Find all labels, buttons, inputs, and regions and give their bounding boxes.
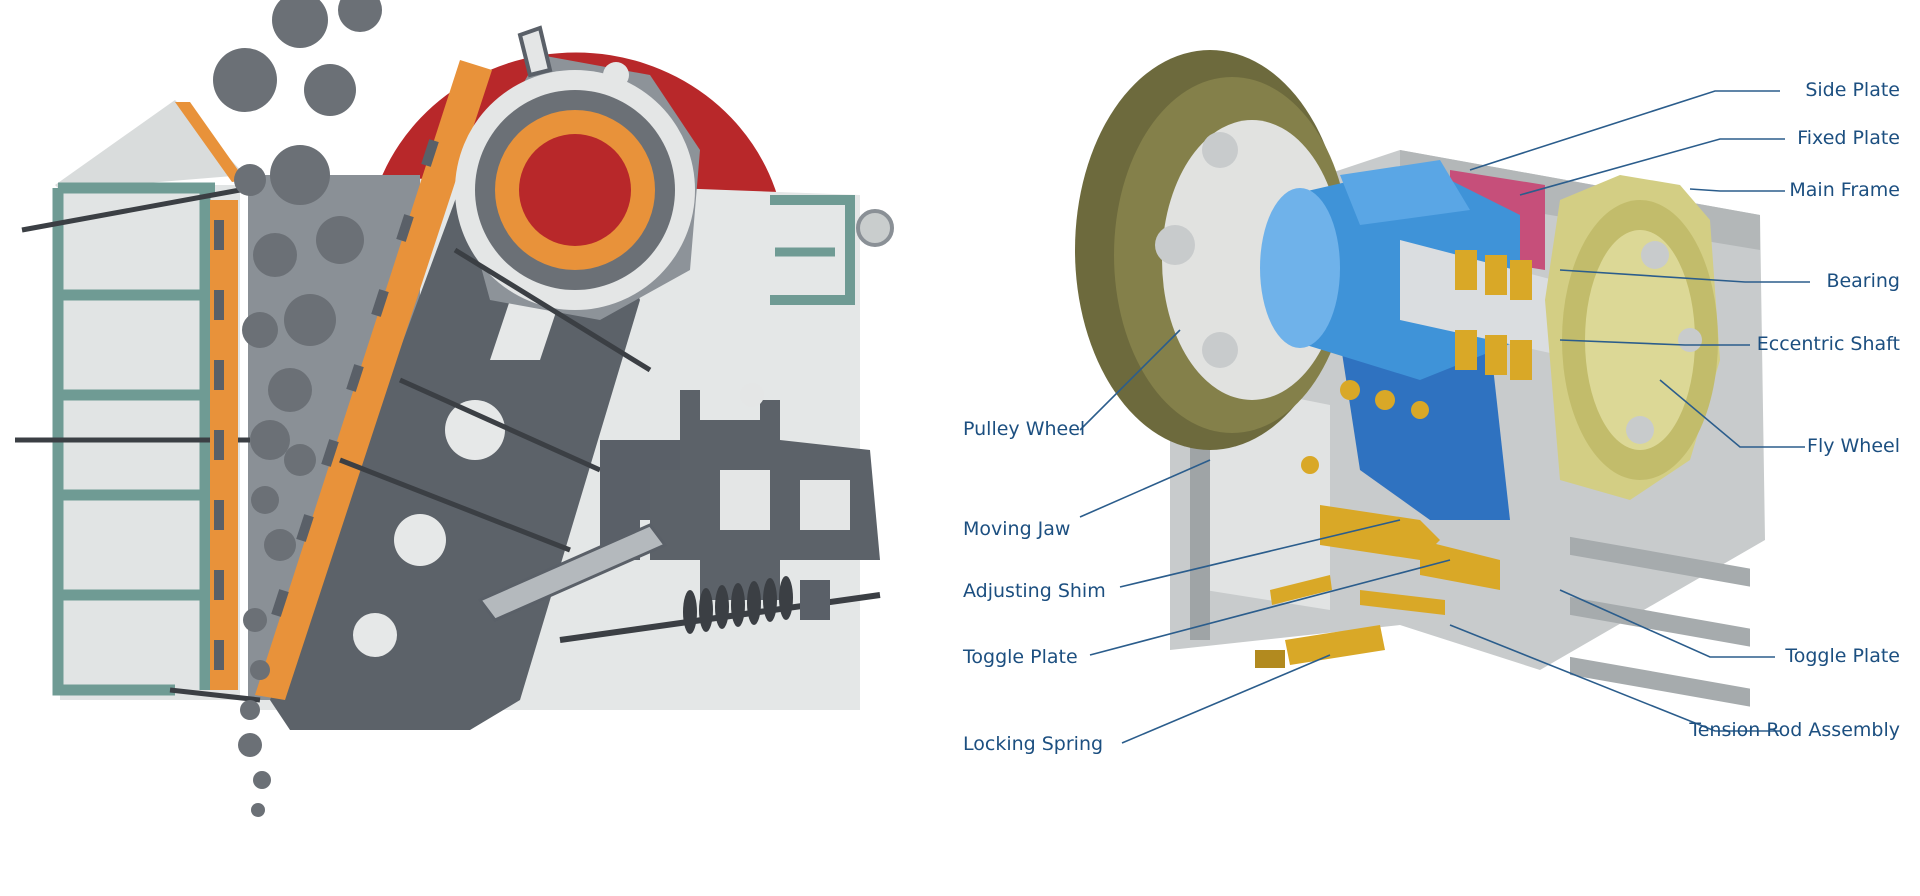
rear-bracket bbox=[770, 195, 855, 305]
part-labels: Side Plate Fixed Plate Main Frame Bearin… bbox=[962, 79, 1900, 755]
hopper-liner-top bbox=[175, 102, 245, 182]
moving-jaw-3d bbox=[1340, 340, 1510, 520]
hopper-slope bbox=[55, 100, 245, 190]
bearings-3d bbox=[1455, 250, 1532, 380]
exploded-3d-illustration bbox=[1075, 50, 1765, 707]
rocks bbox=[213, 0, 382, 817]
locking-spring-3d bbox=[1255, 575, 1385, 668]
label-bearing: Bearing bbox=[1826, 270, 1900, 292]
tension-rod-assembly bbox=[477, 383, 881, 643]
cross-section-illustration bbox=[15, 0, 894, 817]
fly-wheel-3d bbox=[1545, 175, 1720, 500]
label-pulley-wheel: Pulley Wheel bbox=[963, 418, 1085, 440]
label-moving-jaw: Moving Jaw bbox=[963, 518, 1070, 540]
label-toggle-plate-left: Toggle Plate bbox=[962, 646, 1078, 668]
label-side-plate: Side Plate bbox=[1805, 79, 1900, 101]
label-fixed-plate: Fixed Plate bbox=[1797, 127, 1900, 149]
teal-frame bbox=[52, 182, 215, 696]
leader-lines bbox=[1079, 90, 1810, 744]
toggle-plate-3d bbox=[1320, 505, 1500, 615]
label-tension-rod-assembly: Tension Rod Assembly bbox=[1688, 719, 1900, 741]
label-adjusting-shim: Adjusting Shim bbox=[963, 580, 1106, 602]
label-eccentric-shaft: Eccentric Shaft bbox=[1757, 333, 1900, 355]
label-main-frame: Main Frame bbox=[1789, 179, 1900, 201]
moving-jaw-liner bbox=[255, 60, 492, 700]
label-fly-wheel: Fly Wheel bbox=[1807, 435, 1900, 457]
label-locking-spring: Locking Spring bbox=[963, 733, 1103, 755]
label-toggle-plate-right: Toggle Plate bbox=[1784, 645, 1900, 667]
